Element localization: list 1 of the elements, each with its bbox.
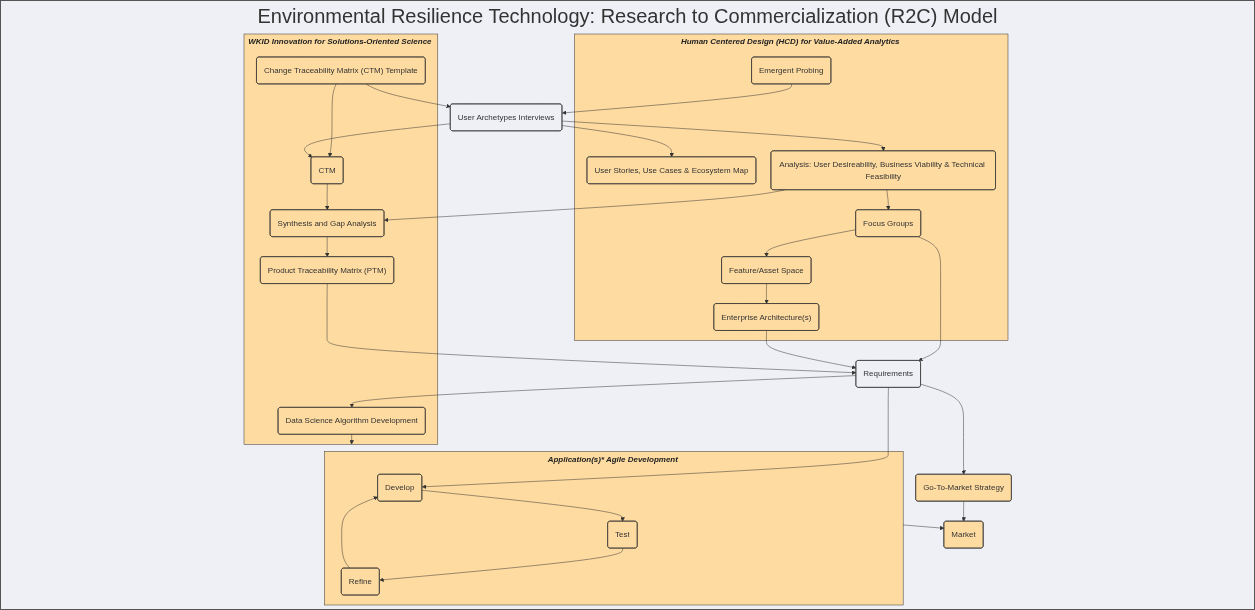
diagram-title: Environmental Resilience Technology: Research to Commercialization (R2C) Model (257, 5, 998, 28)
